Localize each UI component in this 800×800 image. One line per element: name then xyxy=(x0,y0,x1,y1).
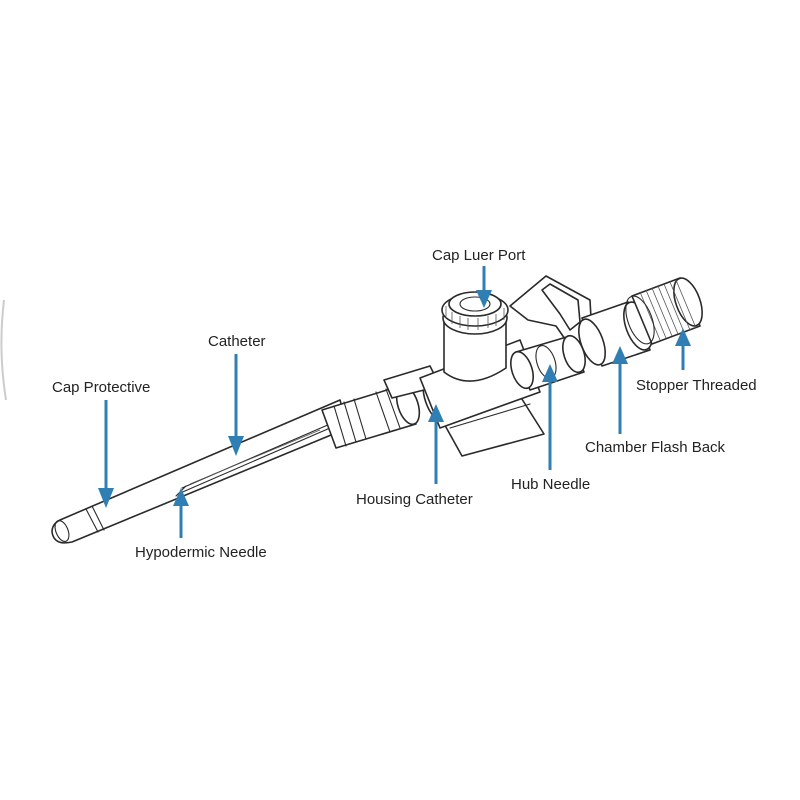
threaded-stopper-shape xyxy=(625,277,703,345)
label-chamber-flash-back: Chamber Flash Back xyxy=(585,439,726,456)
arrow-stopper-threaded xyxy=(675,328,691,370)
hub-needle-shape xyxy=(510,334,586,391)
arrow-hypodermic-needle xyxy=(173,488,189,538)
arrow-chamber-flash-back xyxy=(612,346,628,434)
catheter-needle-shape xyxy=(175,423,331,497)
label-stopper-threaded: Stopper Threaded xyxy=(636,377,757,394)
arrow-cap-luer-port xyxy=(476,266,492,308)
wing-shape xyxy=(383,365,545,457)
arrow-hub-needle xyxy=(542,364,558,470)
protective-cap-shape xyxy=(51,399,349,544)
arrow-housing-catheter xyxy=(428,404,444,484)
label-cap-protective: Cap Protective xyxy=(52,379,150,396)
flash-back-chamber-shape xyxy=(578,301,653,367)
label-hub-needle: Hub Needle xyxy=(511,476,590,493)
edge-shadow xyxy=(0,299,7,401)
label-catheter: Catheter xyxy=(208,333,266,350)
arrow-catheter xyxy=(228,354,244,456)
label-housing-catheter: Housing Catheter xyxy=(356,491,473,508)
arrow-cap-protective xyxy=(98,400,114,508)
label-hypodermic-needle: Hypodermic Needle xyxy=(135,544,267,561)
label-cap-luer-port: Cap Luer Port xyxy=(432,247,526,264)
